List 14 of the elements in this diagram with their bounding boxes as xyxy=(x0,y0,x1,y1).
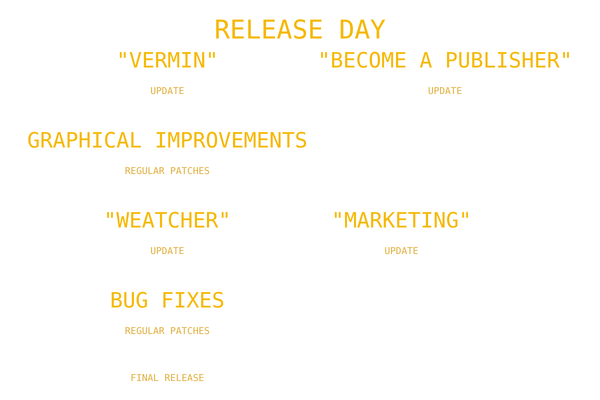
label: "VERMIN" xyxy=(116,48,218,73)
label: "BECOME A PUBLISHER" xyxy=(318,48,572,73)
label: UPDATE xyxy=(150,246,184,257)
label: GRAPHICAL IMPROVEMENTS xyxy=(27,128,308,153)
label: UPDATE xyxy=(384,246,418,257)
label: FINAL RELEASE xyxy=(130,373,204,384)
label: BUG FIXES xyxy=(110,288,225,313)
label: UPDATE xyxy=(150,86,184,97)
diagram-title: RELEASE DAY xyxy=(214,15,386,46)
label: "MARKETING" xyxy=(331,208,472,233)
label: "WEATCHER" xyxy=(104,208,232,233)
label: UPDATE xyxy=(428,86,462,97)
label: REGULAR PATCHES xyxy=(124,326,210,337)
label: REGULAR PATCHES xyxy=(124,166,210,177)
